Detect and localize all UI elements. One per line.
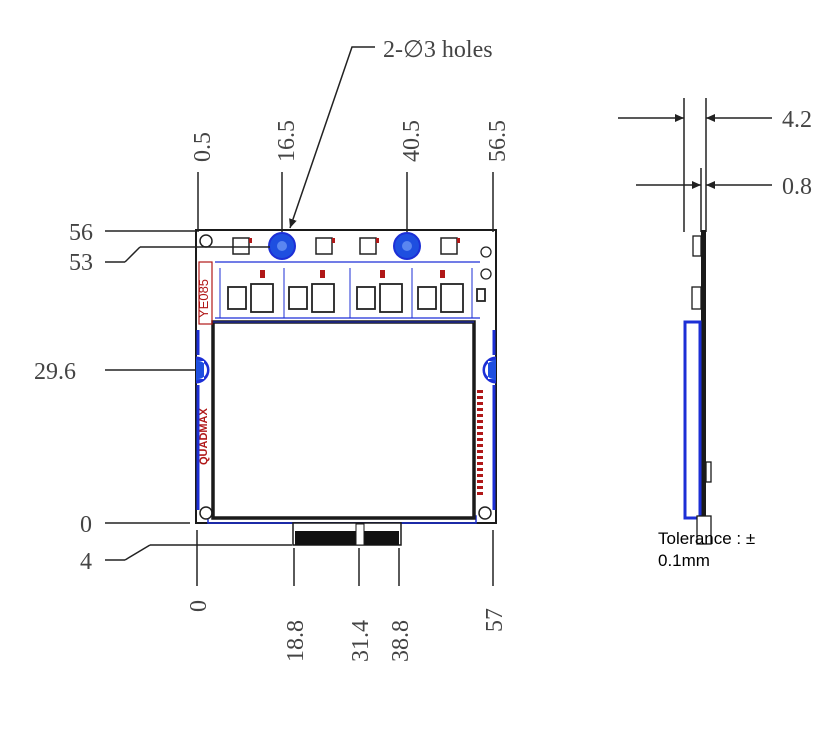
corner-hole-bl (199, 506, 213, 520)
left-notch (195, 356, 210, 384)
dim-side-0-8: 0.8 (782, 174, 812, 200)
dim-bottom-57: 57 (482, 608, 508, 632)
extension-lines (105, 172, 494, 586)
holes-leader (289, 46, 375, 229)
dim-top-16-5: 16.5 (274, 120, 300, 162)
front-view: YE085 QUADMAX (195, 229, 497, 546)
pin-header (477, 390, 483, 495)
lcd-window (211, 320, 476, 520)
tolerance-note-line1: Tolerance : ± (658, 529, 755, 548)
dim-left-56: 56 (69, 220, 93, 246)
dim-bottom-0: 0 (186, 600, 212, 612)
dim-bottom-31-4: 31.4 (348, 620, 374, 662)
silk-model: YE085 (196, 279, 211, 318)
dim-side-4-2: 4.2 (782, 107, 812, 133)
dim-left-0: 0 (80, 512, 92, 538)
corner-hole-br (478, 506, 492, 520)
dim-top-40-5: 40.5 (399, 120, 425, 162)
dim-bottom-38-8: 38.8 (388, 620, 414, 662)
dim-top-56-5: 56.5 (485, 120, 511, 162)
holes-callout: 2-∅3 holes (383, 37, 493, 63)
dim-left-53: 53 (69, 250, 93, 276)
dim-left-4: 4 (80, 549, 92, 575)
dim-top-0-5: 0.5 (190, 132, 216, 162)
dim-bottom-18-8: 18.8 (283, 620, 309, 662)
switch-row (227, 283, 486, 313)
dim-left-29-6: 29.6 (34, 359, 76, 385)
silk-brand: QUADMAX (198, 408, 210, 465)
side-lcd (683, 320, 702, 520)
corner-hole-tl (199, 234, 213, 248)
top-components (232, 237, 458, 255)
side-pcb (701, 230, 706, 520)
right-notch (482, 356, 497, 384)
side-view (618, 98, 772, 545)
tolerance-note-line2: 0.1mm (658, 551, 710, 570)
